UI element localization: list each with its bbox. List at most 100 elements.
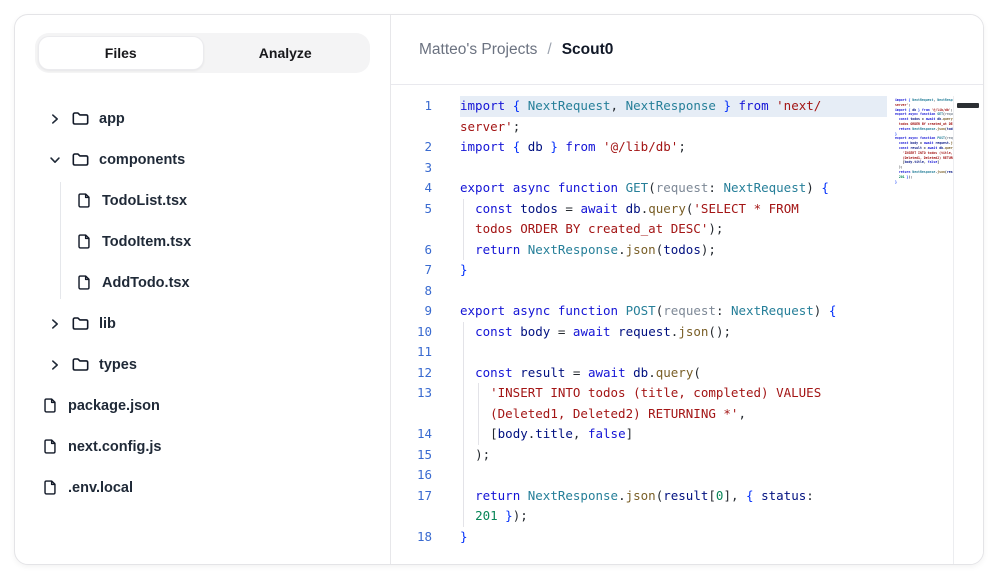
breadcrumb-separator: /	[547, 40, 552, 58]
code-text: return NextResponse.json(result[0], { st…	[460, 485, 887, 507]
tree-item-.env.local[interactable]: .env.local	[31, 467, 374, 508]
chevron-right-icon	[52, 113, 58, 124]
minimap-line: (Deleted1, Deleted2) RETURNING *',	[902, 155, 953, 160]
minimap-line: import { NextRequest, NextResponse } fro…	[895, 98, 953, 102]
line-number: 18	[416, 528, 432, 544]
tree-item-AddTodo.tsx[interactable]: AddTodo.tsx	[31, 262, 374, 303]
file-icon	[78, 275, 90, 290]
line-number: 7	[424, 262, 432, 277]
breadcrumb-current: Scout0	[561, 40, 614, 58]
minimap-line: const result = await db.query(	[898, 145, 953, 150]
minimap-line: 201 });	[898, 174, 913, 179]
code-text: 'INSERT INTO todos (title, completed) VA…	[460, 383, 887, 404]
file-icon	[78, 234, 90, 249]
minimap-line: );	[898, 165, 903, 170]
minimap-line: return NextResponse.json(todos);	[898, 126, 953, 131]
line-number: 17	[416, 487, 432, 503]
tree-item-TodoList.tsx[interactable]: TodoList.tsx	[31, 180, 374, 221]
line-number: 13	[416, 385, 432, 400]
code-line[interactable]: 14 [body.title, false]	[391, 424, 887, 445]
line-number: 12	[416, 364, 432, 380]
tab-files[interactable]: Files	[38, 36, 204, 70]
tree-item-app[interactable]: app	[31, 98, 374, 139]
tree-item-label: AddTodo.tsx	[102, 274, 190, 291]
code-line[interactable]: 5 const todos = await db.query('SELECT *…	[391, 198, 887, 220]
minimap[interactable]: import { NextRequest, NextResponse } fro…	[895, 96, 953, 564]
code-line[interactable]: 8	[391, 281, 887, 302]
tree-indent-guide	[60, 182, 61, 299]
tree-item-package.json[interactable]: package.json	[31, 385, 374, 426]
code-line[interactable]: 13 'INSERT INTO todos (title, completed)…	[391, 383, 887, 404]
code-line[interactable]: 201 });	[391, 506, 887, 527]
minimap-line: export async function POST(request: Next…	[895, 136, 953, 141]
code-text: import { NextRequest, NextResponse } fro…	[460, 96, 887, 117]
tree-item-types[interactable]: types	[31, 344, 374, 385]
code-line[interactable]: 10 const body = await request.json();	[391, 321, 887, 343]
code-line[interactable]: 11	[391, 342, 887, 363]
minimap-line: import { db } from '@/lib/db';	[895, 107, 953, 112]
line-number: 5	[424, 200, 432, 216]
code-text: const todos = await db.query('SELECT * F…	[460, 198, 887, 220]
line-number: 3	[424, 159, 432, 175]
sidebar-tabs: Files Analyze	[35, 33, 370, 73]
code-line[interactable]: 12 const result = await db.query(	[391, 362, 887, 384]
folder-icon	[72, 153, 89, 166]
code-line[interactable]: 9 export async function POST(request: Nex…	[391, 301, 887, 322]
tree-item-components[interactable]: components	[31, 139, 374, 180]
tree-item-label: components	[99, 151, 186, 168]
minimap-line: server';	[895, 102, 911, 107]
line-number	[391, 506, 432, 527]
minimap-line: return NextResponse.json(result[0], { st…	[898, 169, 953, 174]
minimap-line: }	[895, 131, 897, 136]
line-number: 6	[424, 241, 432, 257]
tree-item-label: TodoList.tsx	[102, 192, 188, 209]
tree-item-label: TodoItem.tsx	[102, 233, 192, 250]
tree-item-label: package.json	[68, 397, 160, 414]
tab-analyze[interactable]: Analyze	[204, 36, 368, 70]
code-line[interactable]: 15 );	[391, 444, 887, 466]
folder-icon	[72, 358, 89, 371]
code-line[interactable]: 7}	[391, 260, 887, 281]
tree-item-label: .env.local	[68, 479, 134, 496]
line-number: 14	[416, 426, 432, 441]
code-line[interactable]: (Deleted1, Deleted2) RETURNING *',	[391, 403, 887, 425]
line-number	[391, 117, 432, 138]
editor-scrollbar[interactable]	[953, 96, 983, 564]
line-number: 15	[416, 446, 432, 462]
tree-item-TodoItem.tsx[interactable]: TodoItem.tsx	[31, 221, 374, 262]
code-line[interactable]: 3	[391, 158, 887, 179]
line-number: 8	[424, 282, 432, 298]
code-text: (Deleted1, Deleted2) RETURNING *',	[460, 403, 887, 425]
file-icon	[44, 480, 56, 495]
code-line[interactable]: todos ORDER BY created_at DESC');	[391, 219, 887, 240]
folder-icon	[72, 317, 89, 330]
code-text: return NextResponse.json(todos);	[460, 239, 887, 261]
chevron-right-icon	[52, 318, 58, 329]
tree-item-lib[interactable]: lib	[31, 303, 374, 344]
scrollbar-thumb[interactable]	[957, 103, 979, 108]
code-text: export async function POST(request: Next…	[460, 303, 837, 318]
code-text: }	[460, 262, 468, 277]
line-number: 11	[416, 344, 432, 359]
code-line[interactable]: 17 return NextResponse.json(result[0], {…	[391, 485, 887, 507]
line-number: 9	[424, 303, 432, 318]
code-line[interactable]: 6 return NextResponse.json(todos);	[391, 239, 887, 261]
tree-item-label: app	[99, 110, 125, 127]
code-text: export async function GET(request: NextR…	[460, 180, 829, 195]
file-icon	[44, 398, 56, 413]
code-line[interactable]: 16	[391, 465, 887, 486]
code-text: 201 });	[460, 506, 887, 527]
chevron-down-icon	[50, 156, 60, 163]
minimap-line: 'INSERT INTO todos (title, completed) VA…	[902, 150, 953, 155]
code-line[interactable]: 18}	[391, 527, 887, 548]
file-icon	[78, 193, 90, 208]
code-line[interactable]: server';	[391, 117, 887, 138]
code-text: import { db } from '@/lib/db';	[460, 139, 686, 154]
tree-item-next.config.js[interactable]: next.config.js	[31, 426, 374, 467]
breadcrumb-project[interactable]: Matteo's Projects	[419, 40, 538, 58]
